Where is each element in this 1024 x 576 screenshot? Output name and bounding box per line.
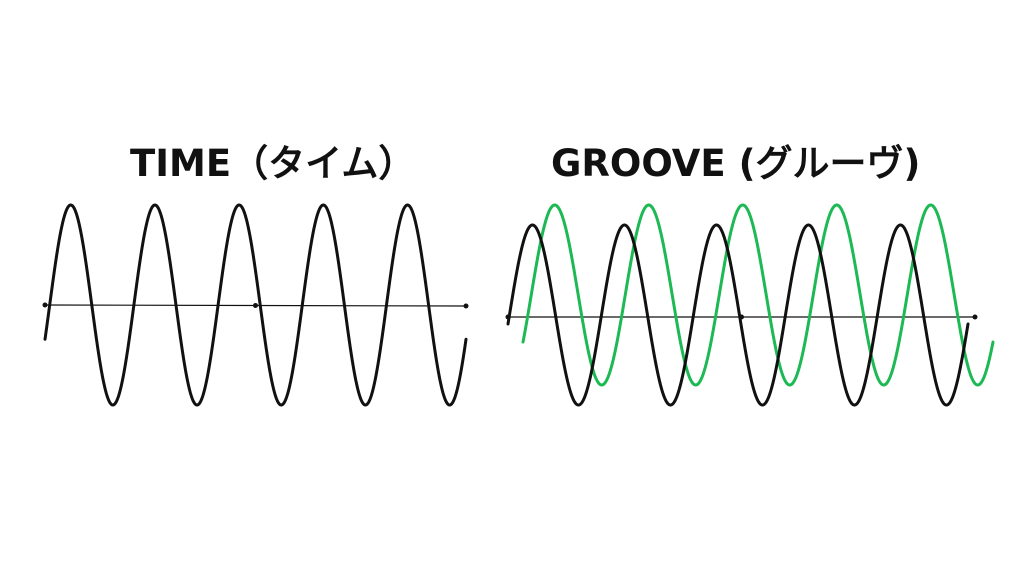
time-title: TIME（タイム）: [130, 142, 416, 185]
groove-wave-black: [506, 223, 970, 407]
groove-wave-green: [521, 203, 995, 387]
time-axis-dot-middle: [253, 303, 258, 308]
time-wave: [43, 203, 468, 407]
time-axis-dot-start: [42, 302, 48, 308]
time-axis-dot-end: [463, 303, 469, 309]
groove-title: GROOVE (グルーヴ): [551, 142, 921, 185]
groove-axis-dot-end: [972, 314, 978, 320]
time-panel: [42, 203, 469, 407]
groove-panel: [505, 203, 995, 407]
